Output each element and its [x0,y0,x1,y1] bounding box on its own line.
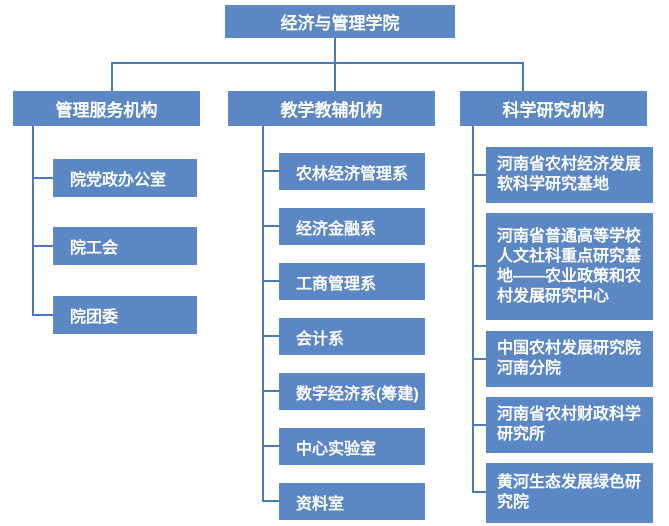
connector-line [33,314,53,316]
connector-line [32,126,34,316]
connector-line [263,500,279,502]
org-unit-box: 资料室 [279,483,425,520]
org-unit-box: 河南省农村财政科学研究所 [486,397,653,453]
org-unit-box: 经济金融系 [279,208,425,245]
connector-line [263,225,279,227]
connector-line [263,445,279,447]
connector-line [33,177,53,179]
connector-line [334,38,336,63]
connector-line [473,491,487,493]
org-unit-box: 中心实验室 [279,428,425,465]
org-unit-box: 中国农村发展研究院河南分院 [486,331,653,387]
connector-line [473,265,487,267]
column-header-box: 管理服务机构 [13,91,200,126]
org-unit-box: 河南省普通高等学校人文社科重点研究基地——农业政策和农村发展研究中心 [486,213,653,320]
connector-line [263,390,279,392]
org-unit-box: 会计系 [279,318,425,355]
org-unit-box: 黄河生态发展绿色研究院 [486,463,653,523]
connector-line [263,170,279,172]
org-unit-box: 工商管理系 [279,263,425,300]
connector-line [111,62,113,91]
org-unit-box: 院工会 [53,227,197,265]
connector-line [111,62,524,64]
connector-line [33,245,53,247]
connector-line [263,335,279,337]
column-header-box: 科学研究机构 [460,91,647,126]
org-unit-box: 院团委 [53,296,197,334]
connector-line [334,62,336,91]
connector-line [472,126,474,493]
connector-line [473,358,487,360]
org-unit-box: 农林经济管理系 [279,153,425,190]
connector-line [522,62,524,91]
connector-line [263,280,279,282]
org-unit-box: 河南省农村经济发展软科学研究基地 [486,147,653,203]
org-unit-box: 数字经济系(筹建) [279,373,425,410]
connector-line [262,126,264,502]
org-unit-box: 院党政办公室 [53,159,197,197]
connector-line [473,424,487,426]
column-header-box: 教学教辅机构 [228,91,435,126]
connector-line [473,174,487,176]
root-box: 经济与管理学院 [225,5,455,38]
